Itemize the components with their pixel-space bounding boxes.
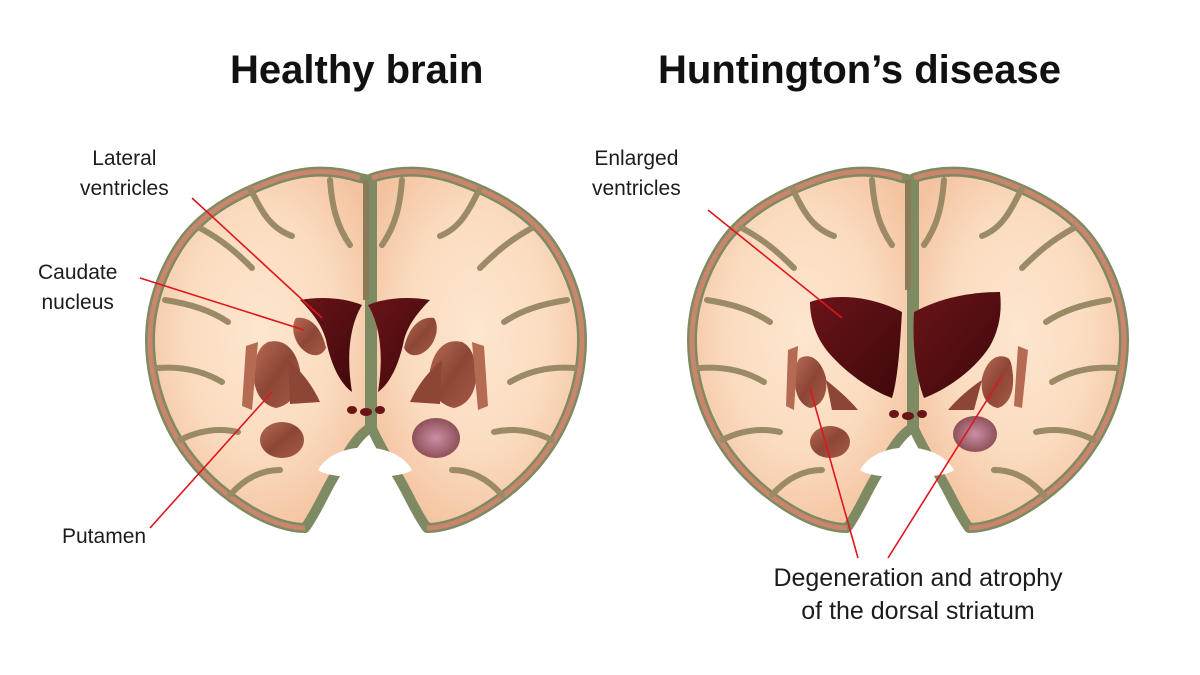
healthy-left-putamen	[253, 341, 301, 408]
huntingtons-disease-title: Huntington’s disease	[658, 48, 1062, 92]
label-enlarged-ventricles-line1: Enlarged	[594, 147, 679, 170]
healthy-right-thalamus	[412, 418, 460, 458]
label-caudate-nucleus-line1: Caudate	[38, 261, 118, 284]
leader-degeneration-left	[809, 387, 859, 559]
hd-left-striatum	[794, 356, 827, 408]
label-putamen: Putamen	[62, 525, 147, 548]
hd-right-enlarged-ventricle	[913, 292, 1001, 398]
healthy-left-thalamus	[260, 422, 304, 458]
healthy-left-ventricle	[300, 297, 362, 392]
label-lateral-ventricles: Lateral ventricles	[80, 144, 169, 204]
leader-lateral-ventricles	[191, 197, 323, 319]
healthy-right-ventricle	[368, 297, 430, 392]
label-lateral-ventricles-line1: Lateral	[92, 147, 157, 170]
label-degeneration-caption: Degeneration and atrophy of the dorsal s…	[748, 562, 1088, 628]
label-lateral-ventricles-line2: ventricles	[80, 177, 169, 200]
healthy-brain	[145, 166, 587, 533]
leader-lines	[139, 197, 1003, 559]
hd-left-thalamus	[810, 426, 850, 458]
label-caudate-nucleus: Caudate nucleus	[38, 258, 117, 318]
healthy-right-putamen	[429, 341, 477, 408]
leader-putamen	[149, 391, 273, 529]
hd-right-thalamus	[953, 416, 997, 452]
label-enlarged-ventricles-line2: ventricles	[592, 177, 681, 200]
healthy-left-caudate	[293, 317, 326, 356]
label-degeneration-line2: of the dorsal striatum	[801, 597, 1035, 625]
label-enlarged-ventricles: Enlarged ventricles	[592, 144, 681, 204]
label-degeneration-line1: Degeneration and atrophy	[773, 564, 1063, 592]
label-caudate-nucleus-line2: nucleus	[41, 291, 114, 314]
hd-left-enlarged-ventricle	[810, 297, 902, 398]
healthy-right-caudate	[404, 317, 437, 356]
healthy-sulci	[155, 177, 577, 498]
leader-degeneration-right	[887, 375, 1003, 559]
healthy-brain-title: Healthy brain	[230, 48, 484, 92]
leader-caudate-nucleus	[139, 277, 305, 331]
huntingtons-brain	[687, 166, 1129, 533]
hd-sulci	[697, 177, 1119, 498]
leader-enlarged-ventricles	[707, 209, 843, 319]
